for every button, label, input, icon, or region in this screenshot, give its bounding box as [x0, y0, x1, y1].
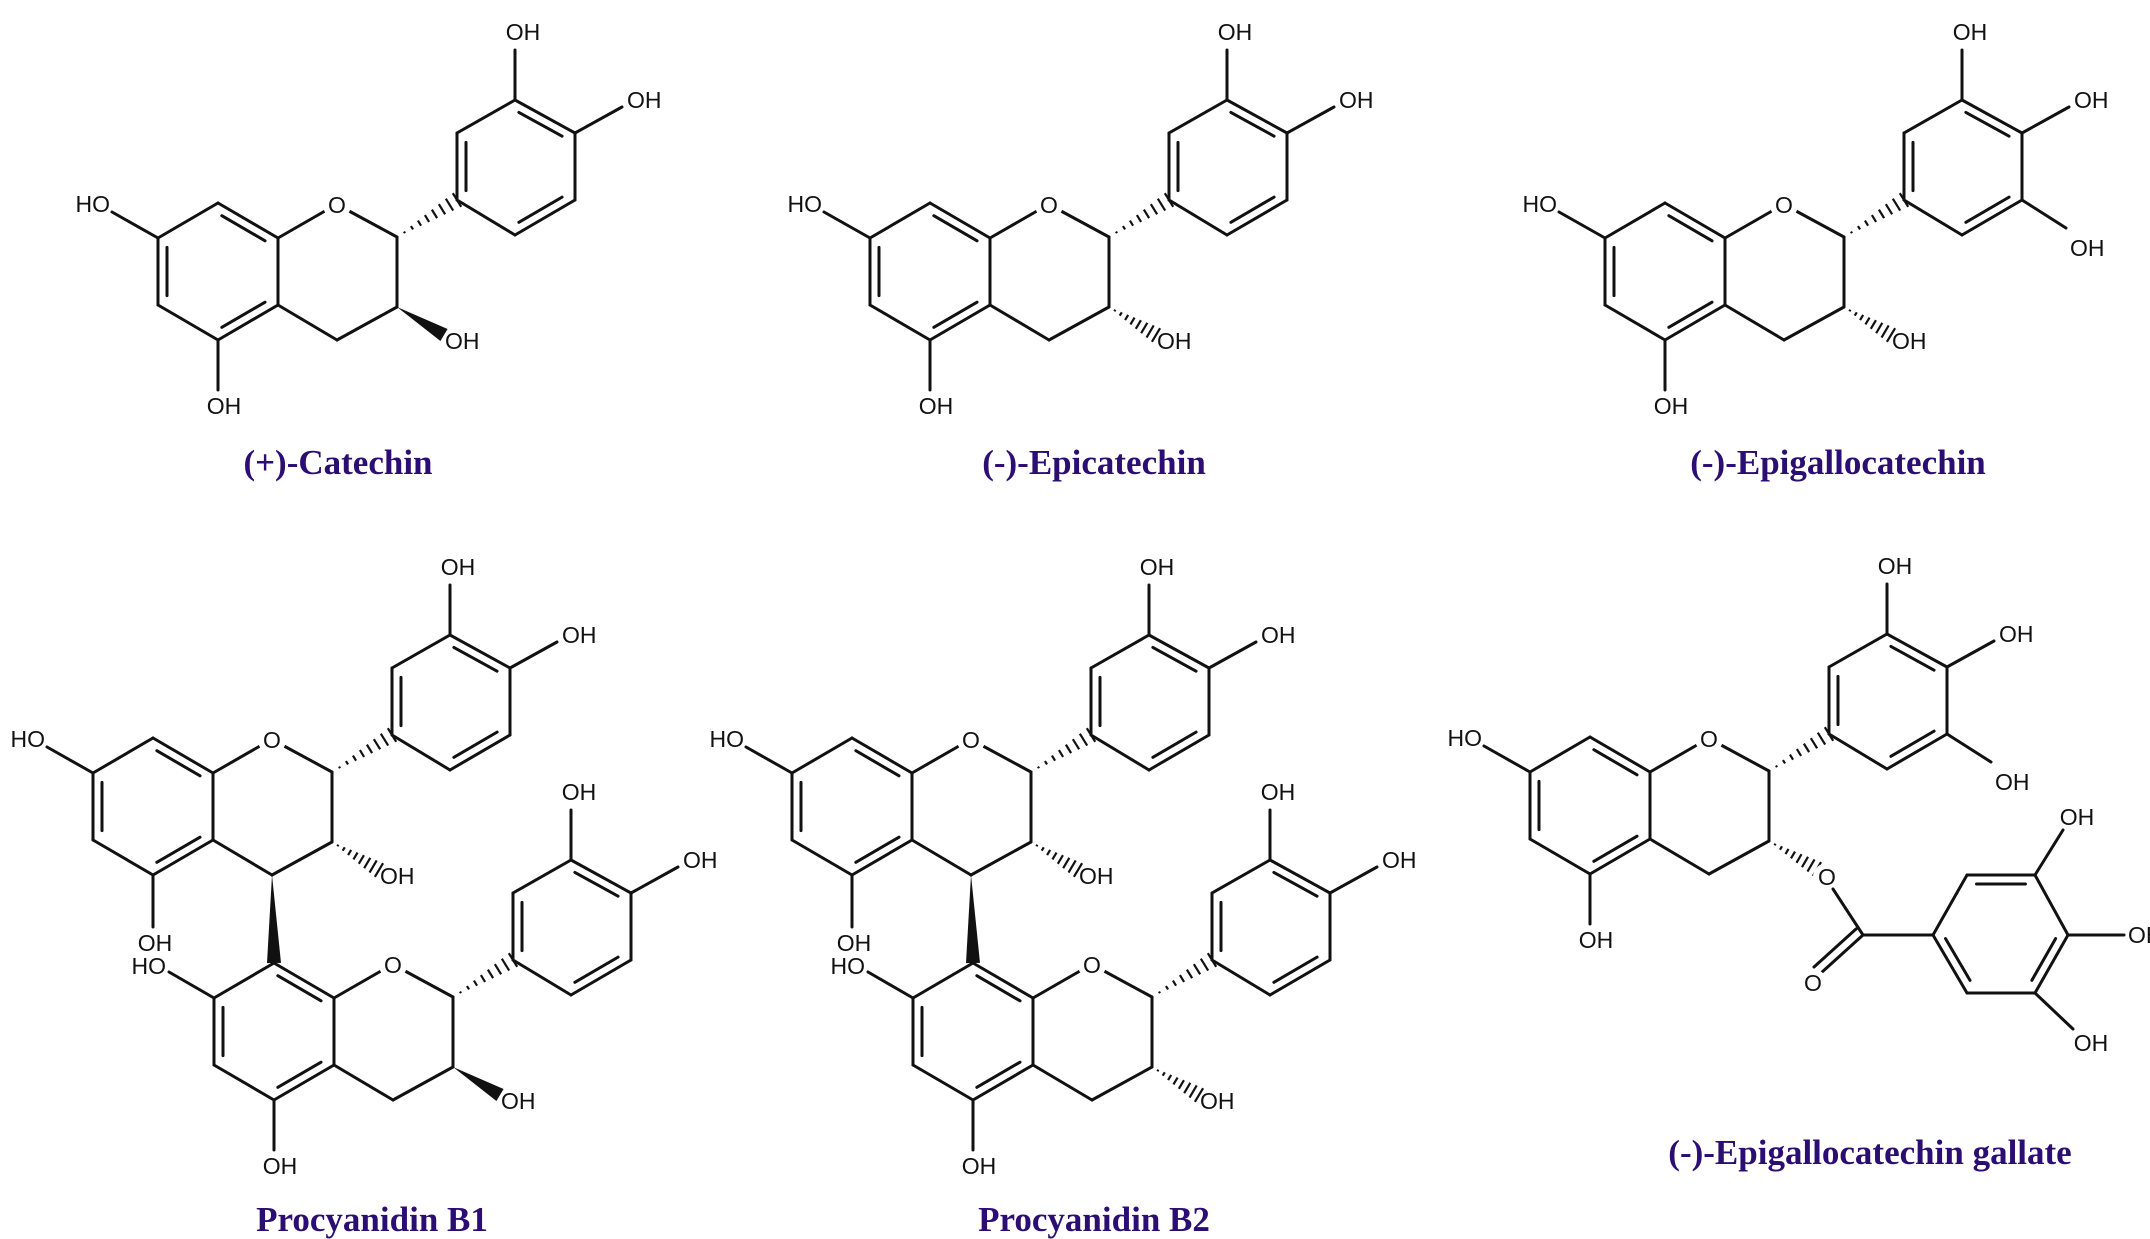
hydroxyl-label: OH [1579, 927, 1614, 953]
hydroxyl-label: OH [627, 87, 662, 113]
ring-oxygen-label: O [1700, 726, 1718, 752]
hydroxyl-label: OH [1892, 328, 1927, 354]
ring-oxygen-label: O [1083, 952, 1101, 978]
hydroxyl-label: OH [1878, 553, 1913, 579]
hydroxyl-label: OH [263, 1153, 298, 1179]
ring-oxygen-label: O [328, 192, 346, 218]
hydroxyl-label: OH [506, 19, 541, 45]
structure-epigallocatechin-gallate: OHOOHOHOHOHOOOHOHOH [1448, 553, 2150, 1056]
hydroxyl-label: OH [1200, 1088, 1235, 1114]
label-epigallocatechin-gallate: (-)-Epigallocatechin gallate [1668, 1135, 2071, 1170]
hydroxyl-label: OH [562, 622, 597, 648]
hydroxyl-label: OH [1654, 393, 1689, 419]
hydroxyl-label: OH [2074, 1030, 2109, 1056]
ring-oxygen-label: O [1804, 970, 1822, 996]
label-epigallocatechin: (-)-Epigallocatechin [1690, 445, 1986, 480]
label-epicatechin: (-)-Epicatechin [982, 445, 1206, 480]
ring-oxygen-label: O [384, 952, 402, 978]
hydroxyl-label: OH [2060, 804, 2095, 830]
structure-epigallocatechin: O HO OH OH OH OH OH [1523, 19, 2109, 419]
hydroxyl-label: HO [1448, 725, 1483, 751]
hydroxyl-label: OH [1995, 769, 2030, 795]
hydroxyl-label: OH [962, 1153, 997, 1179]
hydroxyl-label: HO [76, 191, 111, 217]
ring-oxygen-label: O [1818, 864, 1836, 890]
hydroxyl-label: OH [1157, 328, 1192, 354]
hydroxyl-label: HO [11, 726, 46, 752]
hydroxyl-label: OH [1261, 622, 1296, 648]
ring-oxygen-label: O [962, 727, 980, 753]
hydroxyl-label: OH [683, 847, 718, 873]
hydroxyl-label: HO [788, 191, 823, 217]
hydroxyl-label: OH [2128, 922, 2150, 948]
label-procyanidin-b1: Procyanidin B1 [256, 1202, 488, 1237]
hydroxyl-label: HO [831, 953, 866, 979]
ring-oxygen-label: O [1775, 192, 1793, 218]
hydroxyl-label: OH [1999, 621, 2034, 647]
hydroxyl-label: OH [2070, 235, 2105, 261]
hydroxyl-label: OH [1218, 19, 1253, 45]
hydroxyl-label: OH [445, 328, 480, 354]
ring-oxygen-label: O [1040, 192, 1058, 218]
hydroxyl-label: HO [1523, 191, 1558, 217]
hydroxyl-label: OH [1261, 779, 1296, 805]
hydroxyl-label: OH [919, 393, 954, 419]
hydroxyl-label: OH [1953, 19, 1988, 45]
hydroxyl-label: OH [207, 393, 242, 419]
hydroxyl-label: OH [2074, 87, 2109, 113]
hydroxyl-label: OH [1140, 554, 1175, 580]
ring-oxygen-label: O [263, 727, 281, 753]
structure-epicatechin: O HO OH OH OH OH [788, 19, 1374, 419]
hydroxyl-label: OH [562, 779, 597, 805]
hydroxyl-label: OH [501, 1088, 536, 1114]
structure-catechin: O HO OH OH OH OH [76, 19, 662, 419]
hydroxyl-label: HO [132, 953, 167, 979]
hydroxyl-label: HO [710, 726, 745, 752]
hydroxyl-label: OH [380, 863, 415, 889]
hydroxyl-label: OH [1079, 863, 1114, 889]
hydroxyl-label: OH [1339, 87, 1374, 113]
hydroxyl-label: OH [1382, 847, 1417, 873]
label-catechin: (+)-Catechin [243, 445, 432, 480]
hydroxyl-label: OH [441, 554, 476, 580]
label-procyanidin-b2: Procyanidin B2 [978, 1202, 1210, 1237]
